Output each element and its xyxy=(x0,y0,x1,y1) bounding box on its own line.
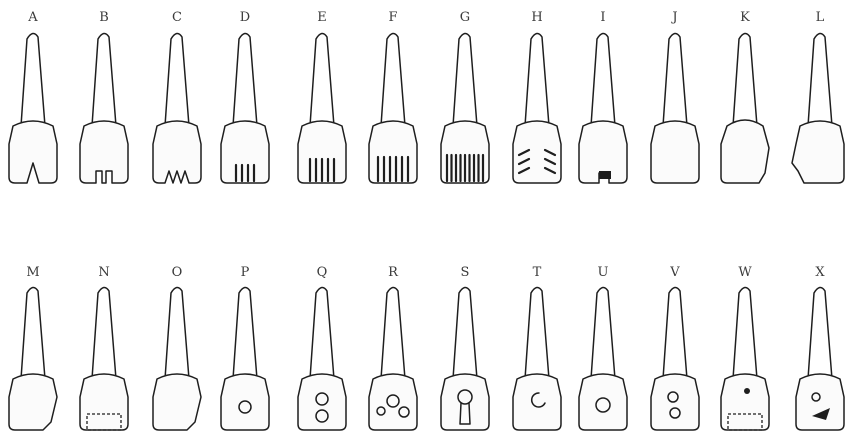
crown-outline xyxy=(221,121,269,183)
crown-outline xyxy=(221,374,269,430)
crown-outline xyxy=(792,121,844,183)
tooth-s xyxy=(441,287,489,430)
tooth-c xyxy=(153,33,201,183)
tooth-t xyxy=(513,287,561,430)
root-outline xyxy=(165,287,189,379)
upper-row: A B C D E F G H I J K L xyxy=(9,10,844,183)
specimen-label: H xyxy=(531,10,542,25)
tooth-k xyxy=(721,33,769,183)
root-outline xyxy=(453,33,477,126)
specimen-label: A xyxy=(27,10,38,25)
root-outline xyxy=(453,287,477,379)
specimen-label: V xyxy=(669,265,680,280)
tooth-v xyxy=(651,287,699,430)
crown-outline xyxy=(513,121,561,183)
crown-outline xyxy=(9,374,57,430)
crown-outline xyxy=(513,374,561,430)
tooth-j xyxy=(651,33,699,183)
specimen-label: R xyxy=(388,265,399,280)
tooth-d xyxy=(221,33,269,183)
specimen-label: M xyxy=(26,265,39,280)
filed-corner-mark xyxy=(599,171,611,179)
specimen-label: N xyxy=(98,265,109,280)
tooth-e xyxy=(298,33,346,183)
root-outline xyxy=(92,33,116,126)
root-outline xyxy=(310,33,334,126)
tooth-w xyxy=(721,287,769,430)
specimen-label: C xyxy=(172,10,182,25)
crown-outline xyxy=(80,121,128,183)
root-outline xyxy=(92,287,116,379)
tooth-q xyxy=(298,287,346,430)
root-outline xyxy=(233,287,257,379)
specimen-label: K xyxy=(740,10,750,25)
specimen-label: T xyxy=(533,265,542,280)
crown-outline xyxy=(153,374,201,430)
crown-outline xyxy=(369,121,417,183)
root-outline xyxy=(381,287,405,379)
crown-outline xyxy=(651,121,699,183)
root-outline xyxy=(663,287,687,379)
root-outline xyxy=(165,33,189,126)
lower-row: M N O P Q R S T U V W X xyxy=(9,265,844,430)
crown-outline xyxy=(9,121,57,183)
root-outline xyxy=(591,33,615,126)
specimen-label: X xyxy=(815,265,825,280)
root-outline xyxy=(733,287,757,379)
tooth-b xyxy=(80,33,128,183)
specimen-label: L xyxy=(816,10,825,25)
crown-outline xyxy=(369,374,417,430)
tooth-n xyxy=(80,287,128,430)
tooth-l xyxy=(792,33,844,183)
tooth-o xyxy=(153,287,201,430)
root-outline xyxy=(525,33,549,126)
crown-outline xyxy=(579,374,627,430)
tooth-h xyxy=(513,33,561,183)
crown-outline xyxy=(153,121,201,183)
root-outline xyxy=(21,33,45,126)
crown-outline xyxy=(796,374,844,430)
tooth-p xyxy=(221,287,269,430)
root-outline xyxy=(525,287,549,379)
specimen-label: O xyxy=(172,265,183,280)
tooth-f xyxy=(369,33,417,183)
root-outline xyxy=(21,287,45,379)
root-outline xyxy=(381,33,405,126)
specimen-label: S xyxy=(461,265,470,280)
specimen-label: Q xyxy=(317,265,328,280)
tooth-u xyxy=(579,287,627,430)
tooth-g xyxy=(441,33,489,183)
specimen-label: E xyxy=(317,10,327,25)
specimen-label: I xyxy=(600,10,605,25)
crown-outline xyxy=(721,120,769,183)
tooth-r xyxy=(369,287,417,430)
inlay-dot xyxy=(744,388,750,394)
specimen-label: G xyxy=(460,10,470,25)
tooth-a xyxy=(9,33,57,183)
root-outline xyxy=(733,33,757,126)
specimen-label: F xyxy=(388,10,397,25)
root-outline xyxy=(663,33,687,126)
root-outline xyxy=(310,287,334,379)
root-outline xyxy=(591,287,615,379)
specimen-label: J xyxy=(670,10,677,25)
tooth-m xyxy=(9,287,57,430)
specimen-label: D xyxy=(240,10,250,25)
root-outline xyxy=(808,33,832,126)
crown-outline xyxy=(441,374,489,430)
specimen-label: U xyxy=(598,265,609,280)
tooth-i xyxy=(579,33,627,183)
tooth-x xyxy=(796,287,844,430)
specimen-label: P xyxy=(241,265,250,280)
specimen-label: W xyxy=(738,265,752,280)
root-outline xyxy=(808,287,832,379)
specimen-label: B xyxy=(99,10,109,25)
root-outline xyxy=(233,33,257,126)
